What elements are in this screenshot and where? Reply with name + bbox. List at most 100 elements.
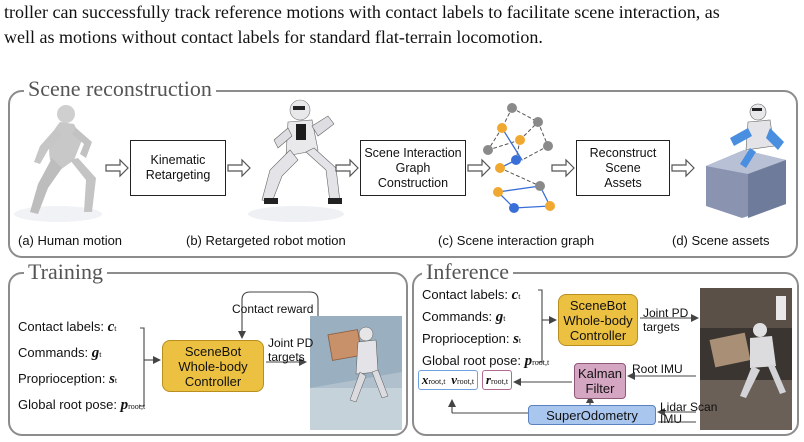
training-panel [8, 272, 408, 436]
joint-pd-line-1: Joint PD [268, 336, 314, 350]
inference-robot-image [700, 288, 792, 430]
imu-label: IMU [660, 412, 682, 426]
human-motion-figure [14, 105, 102, 222]
training-robot-image [310, 316, 402, 430]
inference-input-global-root-pose: Global root pose: proot,t [422, 353, 549, 371]
reconstruct-box-line-3: Assets [604, 175, 642, 190]
graph-node-orange [515, 135, 525, 145]
graph-node-gray [535, 181, 545, 191]
inference-input-var: s [513, 331, 519, 347]
inference-input-label: Proprioception: [422, 331, 510, 346]
training-input-sub: t [114, 376, 118, 385]
controller-line-2: Whole-body [178, 358, 248, 374]
training-input-label: Proprioception: [18, 371, 106, 386]
training-input-proprioception: Proprioception: st [18, 371, 117, 389]
inference-input-sub: t [503, 314, 506, 323]
inference-connectors [448, 289, 699, 423]
graph-node-blue [511, 155, 521, 165]
training-input-commands: Commands: gt [18, 345, 101, 363]
inference-input-sub: root,t [532, 358, 550, 367]
inference-input-var: g [495, 309, 504, 325]
training-input-label: Global root pose: [18, 397, 118, 412]
graph-node-gray [543, 141, 553, 151]
joint-pd-line-1: Joint PD [643, 306, 689, 320]
training-input-label: Commands: [18, 345, 89, 360]
kalman-line-2: Filter [585, 381, 615, 396]
inference-input-label: Global root pose: [422, 353, 522, 368]
training-input-var: g [91, 345, 100, 361]
joint-pd-line-2: targets [643, 320, 680, 334]
kalman-line-1: Kalman [577, 366, 623, 381]
controller-line-2: Whole-body [563, 312, 633, 328]
inference-title: Inference [422, 260, 514, 284]
training-input-sub: t [114, 324, 117, 333]
lidar-scan-label: Lidar Scan [660, 400, 718, 414]
intro-text: troller can successfully track reference… [4, 0, 804, 50]
controller-line-3: Controller [184, 373, 242, 389]
scene-interaction-graph [483, 103, 555, 213]
caption-scene-interaction-graph: (c) Scene interaction graph [438, 233, 595, 248]
state-var-r-sub: root,t [490, 377, 509, 386]
scene-reconstruction-title: Scene reconstruction [24, 77, 216, 101]
graph-node-orange [497, 123, 507, 133]
controller-line-1: SceneBot [184, 343, 242, 359]
graph-node-orange [545, 201, 555, 211]
superodometry-label: SuperOdometry [546, 407, 638, 423]
training-title: Training [24, 260, 107, 284]
root-imu-label: Root IMU [632, 362, 683, 376]
graph-node-orange [495, 163, 505, 173]
caption-scene-assets: (d) Scene assets [672, 233, 770, 248]
superodometry-box: SuperOdometry [528, 405, 656, 425]
inference-input-sub: t [518, 336, 522, 345]
root-rotation-box: rroot,t [482, 370, 512, 390]
inference-input-proprioception: Proprioception: st [422, 331, 521, 349]
training-input-contact-labels: Contact labels: ct [18, 319, 117, 337]
training-input-global-root-pose: Global root pose: proot,t [18, 397, 145, 415]
training-input-sub: t [99, 350, 102, 359]
intro-line-2: well as motions without contact labels f… [4, 27, 543, 47]
training-input-label: Contact labels: [18, 319, 104, 334]
training-input-var: p [120, 397, 129, 413]
graph-node-blue [509, 203, 519, 213]
inference-input-label: Contact labels: [422, 287, 508, 302]
graph-node-gray [533, 117, 543, 127]
scene-reconstruction-panel [8, 90, 798, 258]
inference-input-var: c [511, 287, 519, 303]
inference-input-label: Commands: [422, 309, 493, 324]
training-input-sub: root,t [128, 402, 146, 411]
inference-input-commands: Commands: gt [422, 309, 505, 327]
state-var-v: v [451, 372, 458, 387]
graph-node-gray [507, 103, 517, 113]
graph-node-orange [493, 187, 503, 197]
scene-flow-arrows [105, 158, 695, 178]
state-var-x-sub: root,t [428, 377, 446, 386]
graph-box-line-2: Graph [395, 160, 431, 175]
contact-reward-label: Contact reward [232, 302, 314, 316]
scene-assets-figure [706, 103, 786, 218]
state-var-x: x [421, 372, 429, 387]
inference-input-sub: t [518, 292, 521, 301]
reconstruct-box-line-2: Scene [605, 160, 641, 175]
retargeted-robot-figure [248, 99, 344, 222]
inference-panel [412, 272, 799, 436]
reconstruct-box-line-1: Reconstruct [589, 145, 657, 160]
root-state-box: xroot,t vroot,t [418, 370, 478, 390]
controller-line-1: SceneBot [569, 297, 627, 313]
graph-node-gray [483, 145, 493, 155]
graph-box-line-3: Construction [377, 175, 449, 190]
training-input-var: s [109, 371, 115, 387]
state-var-r: r [485, 372, 491, 387]
intro-line-1: troller can successfully track reference… [4, 2, 720, 22]
kinematic-retargeting-line-2: Retargeting [145, 168, 211, 182]
inference-input-contact-labels: Contact labels: ct [422, 287, 521, 305]
graph-box-line-1: Scene Interaction [364, 145, 462, 160]
kinematic-retargeting-line-1: Kinematic [150, 153, 206, 167]
